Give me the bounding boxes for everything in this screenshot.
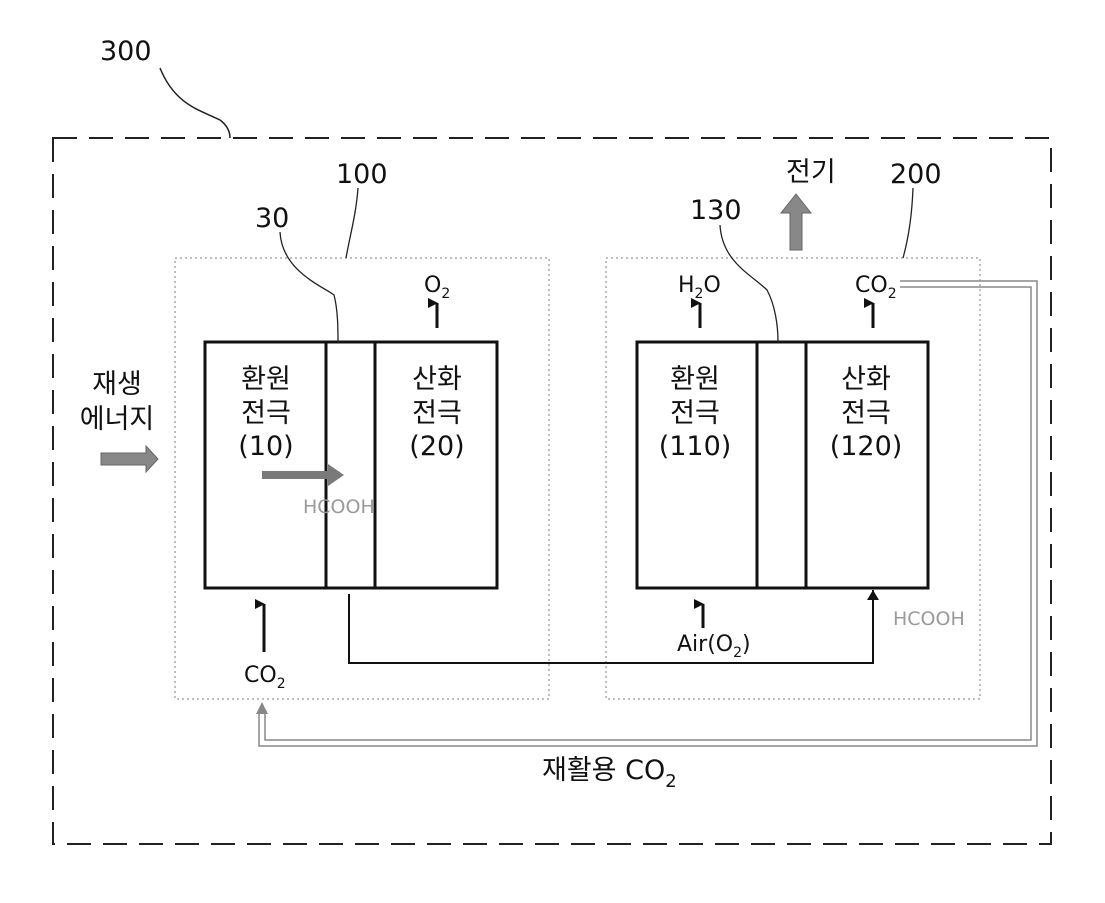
- co2-input-label: CO2: [244, 663, 286, 692]
- hcooh-transfer-arrowhead: [867, 590, 879, 600]
- ref-300: 300: [100, 36, 152, 67]
- hcooh-internal-arrow: [262, 464, 344, 486]
- system-boundary-300: [53, 138, 1051, 844]
- renewable-energy-label-2: 에너지: [80, 404, 155, 435]
- left-reduction-label-2: 전극: [241, 398, 291, 429]
- right-oxidation-label-1: 산화: [841, 364, 891, 395]
- renewable-energy-arrow: [101, 446, 158, 472]
- right-oxidation-label-2: 전극: [841, 398, 891, 429]
- ref-130: 130: [690, 195, 742, 226]
- left-reduction-label-1: 환원: [241, 364, 291, 395]
- left-oxidation-label-1: 산화: [412, 364, 462, 395]
- right-reduction-label-3: (110): [659, 431, 732, 462]
- leader-line-200: [903, 188, 913, 258]
- left-oxidation-label-3: (20): [409, 431, 464, 462]
- leader-line-100: [346, 188, 358, 258]
- ref-30: 30: [255, 203, 289, 234]
- leader-line-300: [160, 68, 230, 138]
- leader-line-130: [720, 225, 778, 342]
- h2o-label: H2O: [678, 273, 721, 302]
- co2-recycle-line-inner: [265, 287, 1031, 740]
- hcooh-transfer-line: [349, 590, 873, 663]
- electricity-arrow: [781, 194, 811, 250]
- renewable-energy-label-1: 재생: [92, 369, 142, 400]
- hcooh-label-left: HCOOH: [303, 496, 375, 518]
- air-input-label: Air(O2): [677, 632, 751, 661]
- co2-output-label: CO2: [855, 273, 897, 302]
- ref-200: 200: [890, 159, 942, 190]
- right-oxidation-label-3: (120): [830, 431, 903, 462]
- o2-label: O2: [424, 273, 450, 302]
- cell-boundary-200: [606, 258, 980, 699]
- recycled-co2-label: 재활용 CO2: [542, 755, 677, 792]
- electricity-label: 전기: [786, 157, 836, 188]
- leader-line-30: [280, 232, 338, 342]
- ref-100: 100: [336, 159, 388, 190]
- cell-boundary-100: [175, 258, 549, 699]
- right-reduction-label-2: 전극: [670, 398, 720, 429]
- hcooh-label-right: HCOOH: [893, 608, 965, 630]
- co2-recycle-arrowhead: [256, 702, 268, 714]
- left-oxidation-label-2: 전극: [412, 398, 462, 429]
- left-reduction-label-3: (10): [238, 431, 293, 462]
- right-reduction-label-1: 환원: [670, 364, 720, 395]
